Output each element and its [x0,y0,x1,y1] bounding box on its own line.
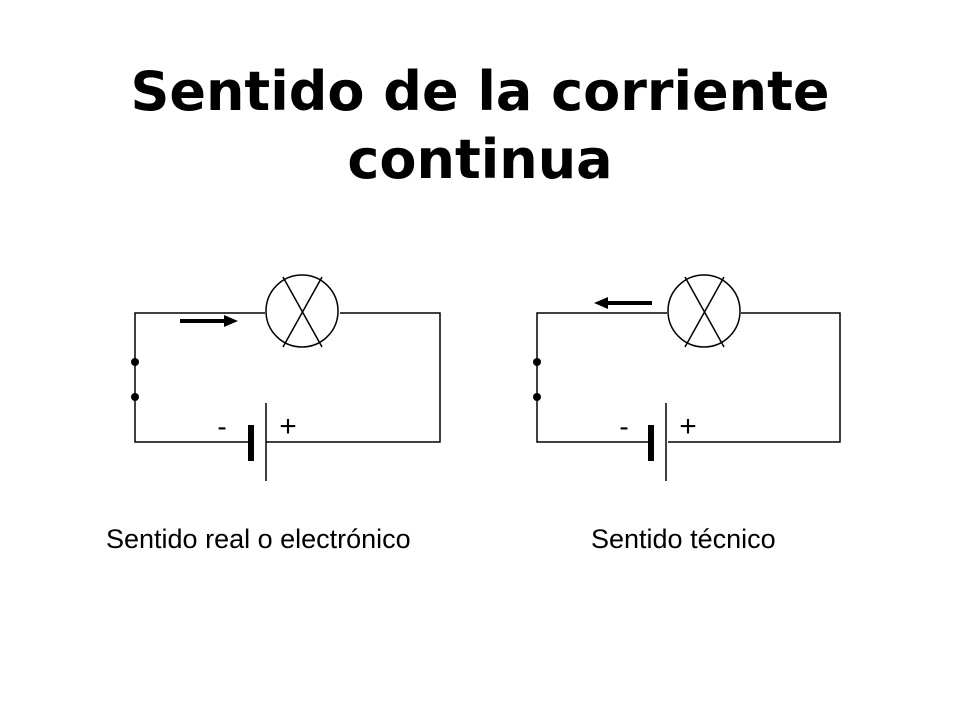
caption-real: Sentido real o electrónico [106,524,411,554]
battery-plus-label: + [279,410,297,443]
circuit-wire [536,312,841,443]
lamp-icon [265,274,339,348]
circuit-technical: - + [533,274,841,481]
switch-contacts [533,358,541,401]
circuit-wire [134,312,441,443]
slide-title-line-1: Sentido de la corriente [130,60,830,123]
battery-icon [648,403,667,481]
battery-minus-label: - [217,411,226,442]
battery-icon [248,403,267,481]
battery-plus-label: + [679,410,697,443]
slide-title: Sentido de la corriente continua [0,58,960,194]
caption-technical: Sentido técnico [591,524,776,554]
current-arrow-left [594,297,652,309]
lamp-icon [667,274,741,348]
current-arrow-right [180,315,238,327]
switch-contacts [131,358,139,401]
circuit-real: - + [131,274,441,481]
slide-title-line-2: continua [347,128,613,191]
battery-minus-label: - [619,411,628,442]
